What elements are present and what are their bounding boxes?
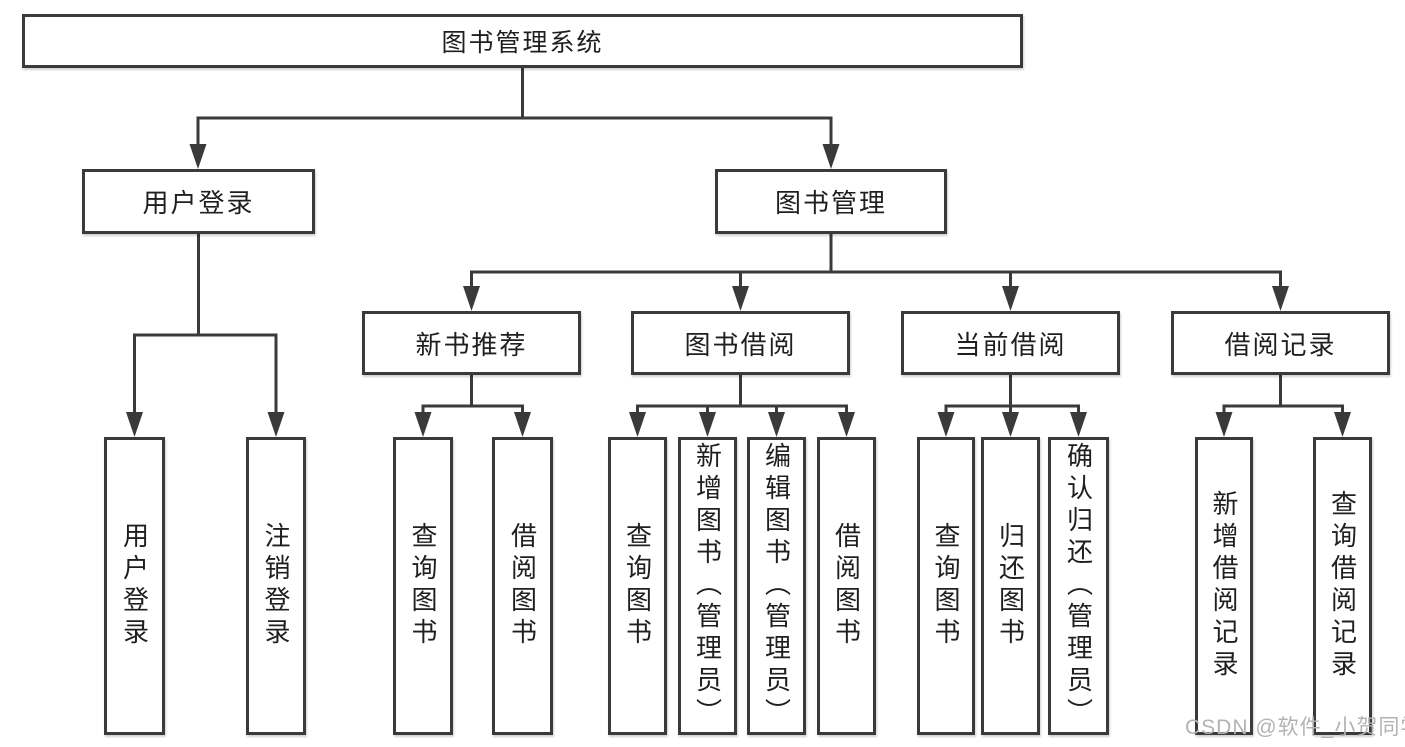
leaf-return-book-label: 归还图书 xyxy=(995,522,1026,650)
leaf-edit-book-admin: 编辑图书（管理员） xyxy=(747,437,806,735)
leaf-edit-book-admin-label: 编辑图书（管理员） xyxy=(761,442,792,730)
leaf-query-book-2: 查询图书 xyxy=(608,437,667,735)
node-book-manage-label: 图书管理 xyxy=(774,188,887,218)
connector-userlogin-to-leaves xyxy=(126,234,285,437)
leaf-add-book-admin-label: 新增图书（管理员） xyxy=(692,442,723,730)
leaf-query-borrow-record-label: 查询借阅记录 xyxy=(1327,490,1358,682)
leaf-logout-label: 注销登录 xyxy=(261,522,291,650)
leaf-borrow-book-2: 借阅图书 xyxy=(817,437,876,735)
leaf-query-book-1-label: 查询图书 xyxy=(408,522,438,650)
connector-bookborrow-to-leaves xyxy=(629,375,855,437)
csdn-watermark: CSDN @软件_小贺同学 xyxy=(1185,716,1405,739)
leaf-borrow-book-1: 借阅图书 xyxy=(492,437,553,735)
leaf-user-login-label: 用户登录 xyxy=(119,522,150,650)
leaf-borrow-book-2-label: 借阅图书 xyxy=(831,522,862,650)
connector-currentborrow-to-leaves xyxy=(937,375,1087,437)
node-new-book-recommend-label: 新书推荐 xyxy=(415,329,528,360)
leaf-borrow-book-1-label: 借阅图书 xyxy=(507,522,538,650)
connector-borrowrecord-to-leaves xyxy=(1215,375,1351,437)
connector-bookmanage-to-level3 xyxy=(463,234,1289,311)
node-user-login-label: 用户登录 xyxy=(142,188,255,218)
leaf-add-borrow-record-label: 新增借阅记录 xyxy=(1209,490,1239,682)
node-current-borrow-label: 当前借阅 xyxy=(954,329,1067,360)
node-book-borrow-label: 图书借阅 xyxy=(684,329,797,360)
leaf-logout: 注销登录 xyxy=(246,437,306,735)
leaf-query-borrow-record: 查询借阅记录 xyxy=(1313,437,1372,735)
leaf-add-borrow-record: 新增借阅记录 xyxy=(1195,437,1253,735)
node-book-manage: 图书管理 xyxy=(715,169,947,234)
leaf-user-login: 用户登录 xyxy=(104,437,165,735)
node-new-book-recommend: 新书推荐 xyxy=(362,311,581,375)
node-root-system: 图书管理系统 xyxy=(22,14,1023,68)
node-current-borrow: 当前借阅 xyxy=(901,311,1120,375)
leaf-confirm-return-admin-label: 确认归还（管理员） xyxy=(1063,442,1094,730)
leaf-return-book: 归还图书 xyxy=(981,437,1040,735)
node-borrow-record: 借阅记录 xyxy=(1171,311,1390,375)
leaf-query-book-3-label: 查询图书 xyxy=(931,522,961,650)
leaf-confirm-return-admin: 确认归还（管理员） xyxy=(1048,437,1109,735)
node-borrow-record-label: 借阅记录 xyxy=(1224,329,1337,360)
connector-newbookrecommend-to-leaves xyxy=(414,375,531,437)
node-root-label: 图书管理系统 xyxy=(441,29,604,57)
leaf-query-book-3: 查询图书 xyxy=(917,437,975,735)
node-book-borrow: 图书借阅 xyxy=(631,311,850,375)
leaf-query-book-2-label: 查询图书 xyxy=(622,522,653,650)
connector-root-to-level2 xyxy=(189,68,840,169)
node-user-login: 用户登录 xyxy=(82,169,315,234)
leaf-add-book-admin: 新增图书（管理员） xyxy=(678,437,737,735)
leaf-query-book-1: 查询图书 xyxy=(393,437,453,735)
